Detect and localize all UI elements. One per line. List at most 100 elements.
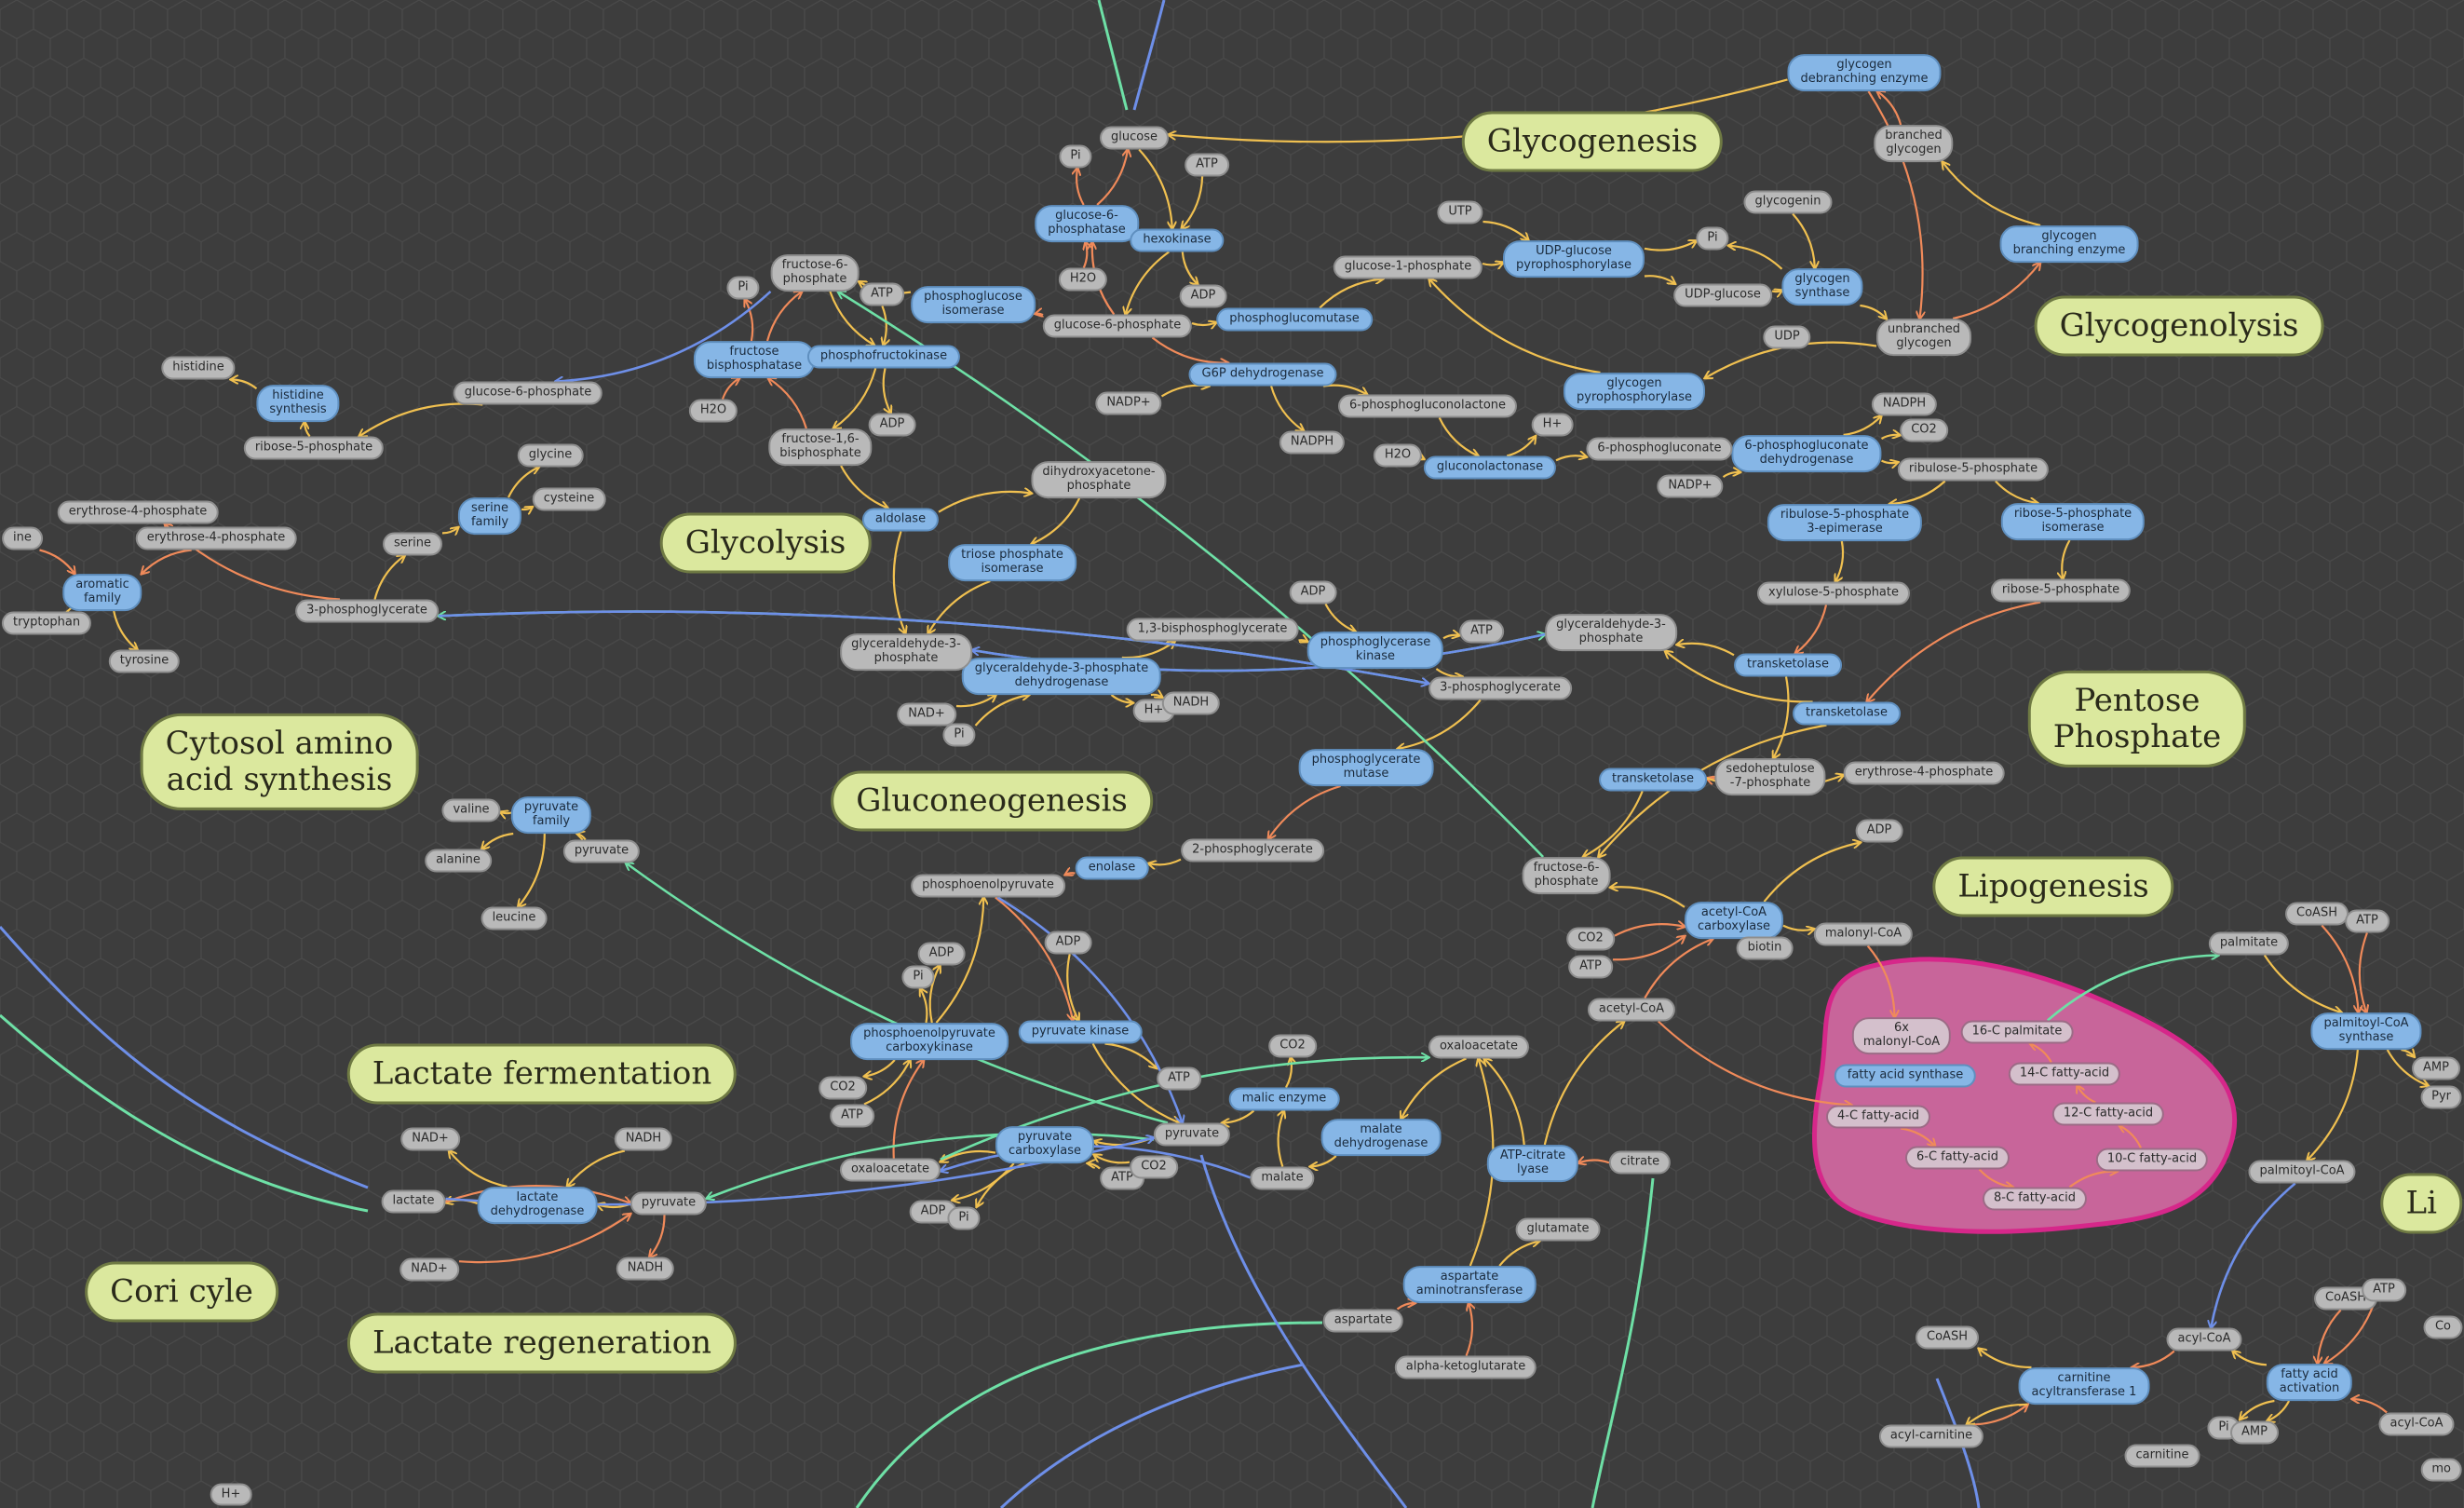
metabolite-nad-lac1: NAD+ bbox=[400, 1127, 460, 1151]
edge-3-phosphoglycerate-left-to-3-phosphoglycerate bbox=[438, 610, 1428, 684]
metabolite-oxaloacetate-left: oxaloacetate bbox=[839, 1158, 941, 1182]
edge-glucose-6-phosphatase-to-glucose bbox=[1096, 150, 1128, 206]
metabolite-atp-hexokinase: ATP bbox=[1185, 153, 1229, 177]
edge-h2o-1-to-glucose-6-phosphatase bbox=[1084, 242, 1088, 268]
metabolite-co2-mal: CO2 bbox=[1268, 1034, 1317, 1058]
metabolite-coash-2: CoASH bbox=[1916, 1325, 1979, 1350]
metabolite-amp-2: AMP bbox=[2230, 1420, 2279, 1445]
edge-2-phosphoglycerate-to-enolase bbox=[1149, 858, 1182, 865]
edge-carnitine-acyltransferase-1-to-coash-2 bbox=[1979, 1349, 2032, 1369]
metabolite-histidine: histidine bbox=[161, 356, 236, 380]
metabolite-8c-fatty-acid: 8-C fatty-acid bbox=[1982, 1187, 2088, 1211]
enzyme-acetyl-coa-carboxylase: acetyl-CoA carboxylase bbox=[1685, 902, 1783, 939]
title-glycogenolysis: Glycogenolysis bbox=[2034, 295, 2324, 357]
enzyme-phosphoglucomutase: phosphoglucomutase bbox=[1216, 307, 1373, 332]
metabolite-6x-malonyl-coa: 6x malonyl-CoA bbox=[1851, 1017, 1952, 1054]
edge-adp-pk-to-pyruvate-kinase bbox=[1066, 954, 1078, 1021]
enzyme-g6p-dehydrogenase: G6P dehydrogenase bbox=[1188, 362, 1337, 387]
edge-phosphoglucomutase-to-glucose-1-phosphate bbox=[1319, 279, 1383, 309]
edge-serine-family-to-glycine bbox=[508, 468, 539, 498]
metabolite-adp-pgk: ADP bbox=[1289, 580, 1337, 605]
metabolite-adp-lipo: ADP bbox=[1855, 819, 1903, 843]
edge-6-phosphogluconate-dehydrogenase-to-co2-1 bbox=[1880, 435, 1901, 440]
enzyme-glycogen-synthase: glycogen synthase bbox=[1781, 268, 1863, 306]
edge-h2o-2-to-fructose-bisphosphatase bbox=[721, 378, 739, 400]
title-glycogenesis: Glycogenesis bbox=[1461, 111, 1724, 172]
edge-serine-to-serine-family bbox=[441, 527, 458, 533]
metabolite-glycogenin: glycogenin bbox=[1743, 190, 1833, 214]
metabolite-adp-pk: ADP bbox=[1044, 931, 1092, 955]
edge-palmitoyl-coa-to-acyl-coa bbox=[2211, 1182, 2296, 1328]
edge-atp-hexokinase-to-hexokinase bbox=[1182, 176, 1204, 229]
metabolite-13-bisphosphoglycerate: 1,3-bisphosphoglycerate bbox=[1126, 618, 1299, 642]
edge-pyruvate-lac-to-nadh-lac2 bbox=[650, 1215, 666, 1257]
edge-glucose-1-phosphate-to-udp-glucose-pyrophosphorylase bbox=[1482, 263, 1503, 265]
edge-aromatic-family-to-tryptophan bbox=[68, 611, 69, 612]
metabolite-acyl-carnitine: acyl-carnitine bbox=[1878, 1424, 1984, 1448]
edge-gap-dehydrogenase-to-h-plus-2 bbox=[1110, 694, 1133, 703]
metabolite-aspartate: aspartate bbox=[1322, 1309, 1404, 1333]
enzyme-atp-citrate-lyase: ATP-citrate lyase bbox=[1486, 1145, 1579, 1182]
metabolite-tyrosine: tyrosine bbox=[108, 649, 181, 673]
metabolite-nadph-1: NADPH bbox=[1279, 430, 1346, 455]
metabolite-xylulose-5-phosphate: xylulose-5-phosphate bbox=[1757, 581, 1910, 605]
enzyme-glycogen-branching-enzyme: glycogen branching enzyme bbox=[1999, 225, 2139, 263]
edge-6-phosphogluconate-dehydrogenase-to-ribulose-5-phosphate bbox=[1881, 461, 1899, 464]
metabolite-fructose-6-phosphate-top: fructose-6- phosphate bbox=[770, 254, 860, 292]
metabolite-pi-pep: Pi bbox=[901, 965, 935, 989]
enzyme-transketolase-3: transketolase bbox=[1599, 768, 1707, 792]
enzyme-phosphoglycerate-mutase: phosphoglycerate mutase bbox=[1298, 749, 1434, 786]
edge-oxaloacetate-right-to-malate-dehydrogenase bbox=[1401, 1057, 1467, 1120]
metabolite-leucine: leucine bbox=[481, 906, 548, 931]
metabolite-h2o-3: H2O bbox=[1373, 443, 1423, 468]
edge-citrate-to-atp-citrate-lyase bbox=[1578, 1160, 1610, 1162]
enzyme-udp-glucose-pyrophosphorylase: UDP-glucose pyrophosphorylase bbox=[1502, 240, 1645, 278]
edge-adp-pgk-to-phosphoglycerate-kinase bbox=[1324, 603, 1356, 632]
edge-enolase-to-phosphoenolpyruvate bbox=[1065, 873, 1076, 875]
edge-palmitoyl-coa-synthase-to-pyr-partial bbox=[2386, 1049, 2429, 1086]
metabolite-erythrose-4-phosphate-b: erythrose-4-phosphate bbox=[135, 526, 297, 550]
edge-13-bisphosphoglycerate-to-phosphoglycerate-kinase bbox=[1298, 640, 1308, 642]
metabolite-pi-udp: Pi bbox=[1696, 226, 1729, 251]
edge-pep-carboxykinase-to-co2-pc bbox=[864, 1059, 896, 1077]
enzyme-glycogen-pyrophosphorylase: glycogen pyrophosphorylase bbox=[1563, 373, 1706, 410]
edge-erythrose-4-phosphate-b-to-aromatic-family bbox=[142, 549, 192, 575]
metabolite-atp-pc-left: ATP bbox=[830, 1104, 874, 1128]
edge-glucose-6-phosphate-to-g6p-dehydrogenase bbox=[1151, 336, 1228, 363]
edge-transketolase-1-to-sedoheptulose-7-phosphate bbox=[1773, 676, 1790, 759]
edge-pep-carboxykinase-to-adp-pep bbox=[928, 966, 941, 1024]
metabolite-h-plus-1: H+ bbox=[1531, 413, 1574, 437]
edge-udp-glucose-pyrophosphorylase-to-udp-glucose bbox=[1644, 275, 1675, 283]
decor-curve-4 bbox=[999, 1363, 1305, 1508]
metabolite-10c-fatty-acid: 10-C fatty-acid bbox=[2095, 1148, 2209, 1172]
enzyme-gap-dehydrogenase: glyceraldehyde-3-phosphate dehydrogenase bbox=[961, 658, 1162, 695]
metabolite-acetyl-coa: acetyl-CoA bbox=[1587, 998, 1676, 1022]
edge-ribose-5-phosphate-left-to-histidine-synthesis bbox=[305, 422, 311, 438]
enzyme-glucose-6-phosphatase: glucose-6- phosphatase bbox=[1035, 205, 1139, 242]
enzyme-pyruvate-family: pyruvate family bbox=[510, 796, 592, 834]
edge-4c-fatty-acid-to-6c-fatty-acid bbox=[1900, 1127, 1935, 1147]
metabolite-valine: valine bbox=[441, 798, 501, 822]
edge-atp-palm-to-palmitoyl-coa-synthase bbox=[2358, 932, 2367, 1013]
metabolite-fructose-16-bisphosphate: fructose-1,6- bisphosphate bbox=[768, 428, 873, 466]
enzyme-glycogen-debranching-enzyme: glycogen debranching enzyme bbox=[1787, 54, 1942, 91]
edge-phosphoglycerate-kinase-to-atp-pgk bbox=[1442, 635, 1459, 638]
metabolite-nadh-lac1: NADH bbox=[614, 1127, 673, 1151]
metabolite-nadh-lac2: NADH bbox=[616, 1257, 675, 1281]
edge-triose-phosphate-isomerase-to-glyceraldehyde-3-phosphate-left bbox=[928, 579, 991, 633]
metabolite-nad-gap: NAD+ bbox=[897, 702, 956, 727]
edge-coash-1-to-palmitoyl-coa-synthase bbox=[2321, 924, 2358, 1013]
title-gluconeogenesis: Gluconeogenesis bbox=[831, 770, 1153, 832]
enzyme-fatty-acid-synthase: fatty acid synthase bbox=[1834, 1064, 1977, 1088]
metabolite-co2-pc: CO2 bbox=[819, 1076, 867, 1100]
edge-gluconolactonase-to-6-phosphogluconate bbox=[1555, 455, 1587, 462]
metabolite-lactate: lactate bbox=[381, 1189, 446, 1214]
metabolite-6c-fatty-acid: 6-C fatty-acid bbox=[1904, 1146, 2010, 1170]
edge-gap-dehydrogenase-to-nadh-gap bbox=[1150, 695, 1162, 698]
edge-g6p-dehydrogenase-to-nadph-1 bbox=[1270, 386, 1304, 431]
enzyme-phosphofructokinase: phosphofructokinase bbox=[806, 345, 961, 369]
enzyme-lactate-dehydrogenase: lactate dehydrogenase bbox=[477, 1187, 598, 1224]
edge-fructose-bisphosphatase-to-pi-fbp bbox=[745, 300, 754, 342]
edge-acetyl-coa-to-4c-fatty-acid bbox=[1658, 1020, 1851, 1106]
